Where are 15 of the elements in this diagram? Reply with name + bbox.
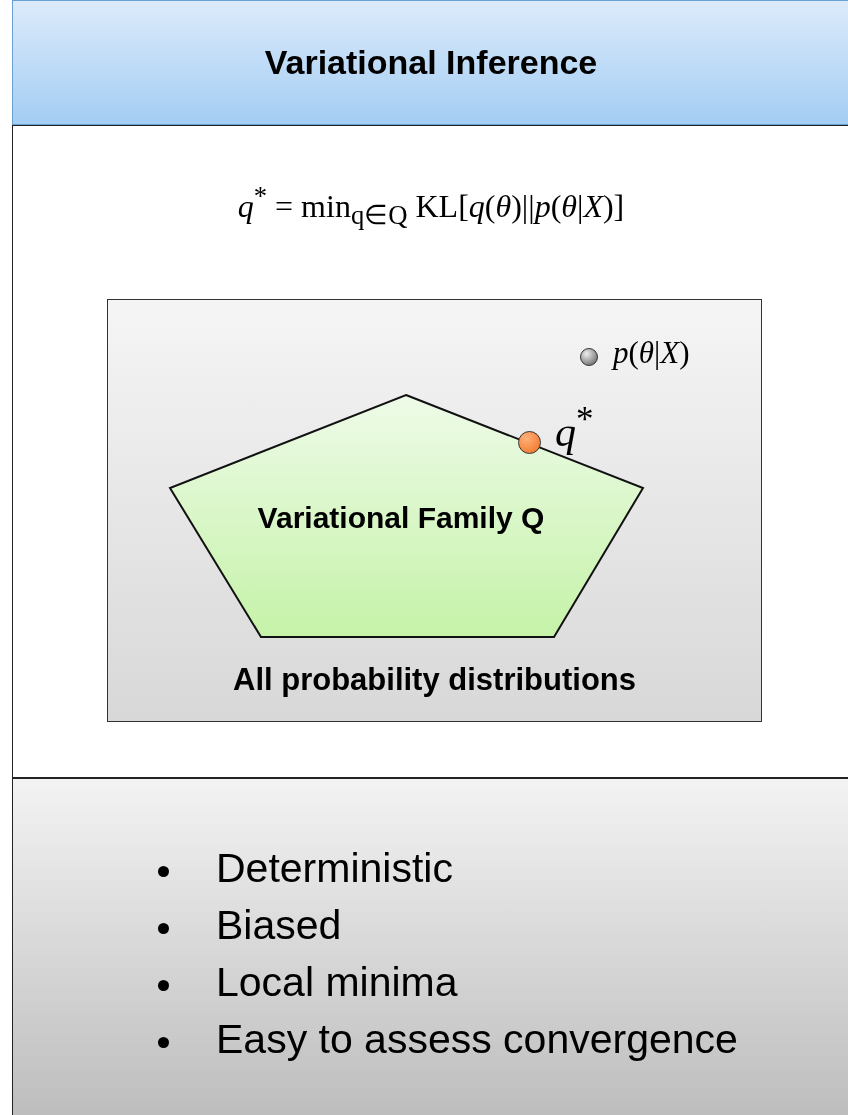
bullet-item: Deterministic	[216, 845, 453, 892]
optimum-label: q$^{*}$	[555, 400, 594, 456]
distribution-space-box	[107, 299, 762, 722]
bullet-item: Biased	[216, 902, 342, 949]
space-label: All probability distributions	[232, 662, 637, 698]
kl-equation: q$^{*}$ = min$_{q∈Q}$ KL[q(θ)||p(θ|X)]	[236, 181, 626, 232]
content-panel	[12, 125, 848, 778]
properties-panel	[12, 778, 848, 1115]
header-label: Variational Inference	[263, 43, 599, 82]
family-label: Variational Family Q	[256, 501, 546, 535]
bullet-item: Easy to assess convergence	[216, 1016, 738, 1063]
title-band	[12, 0, 848, 125]
bullet-item: Local minima	[216, 959, 458, 1006]
target-label: p(θ|X)	[613, 335, 690, 371]
target-point	[580, 348, 598, 366]
